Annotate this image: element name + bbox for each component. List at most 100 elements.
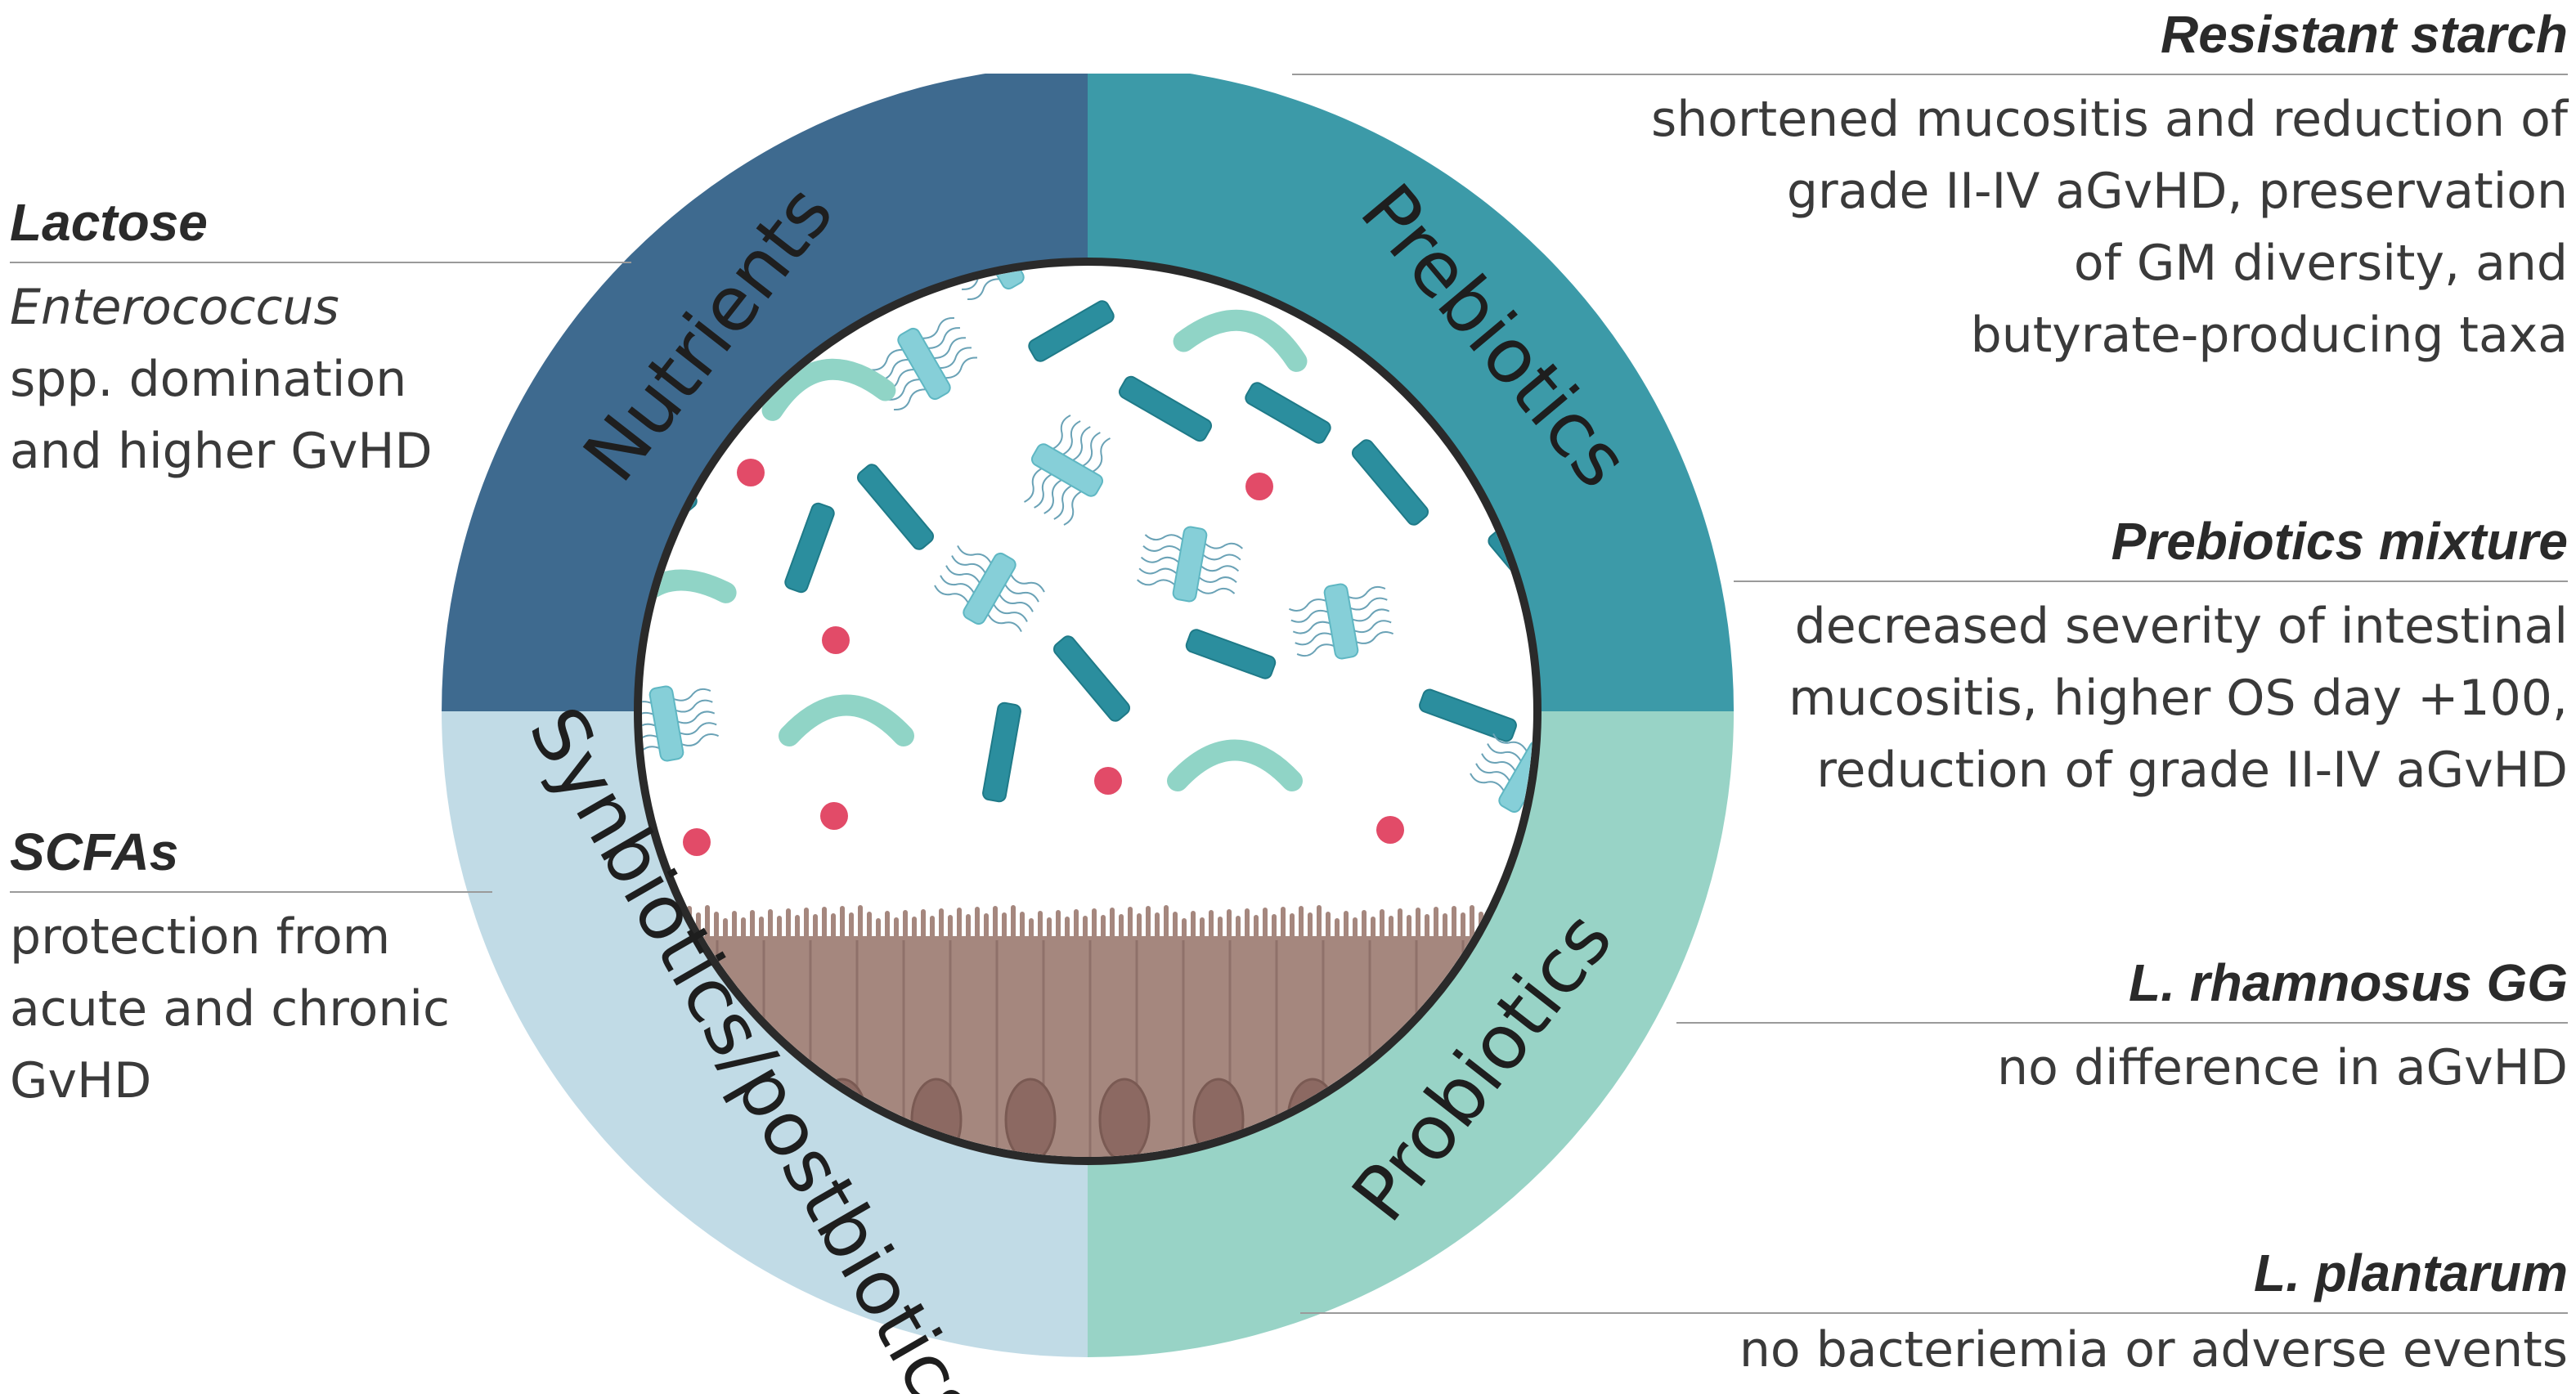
scfas-line3: GvHD (10, 1052, 152, 1109)
lactose-title: Lactose (10, 193, 208, 252)
villus (1263, 908, 1268, 939)
resistant-starch-line3: of GM diversity, and (2073, 235, 2568, 292)
villus (705, 905, 710, 939)
rod-bacterium (1118, 375, 1213, 442)
villus (750, 910, 755, 939)
red-particle (820, 802, 848, 830)
flagellated-bacterium (1288, 583, 1394, 660)
flagellated-bacterium (1137, 526, 1243, 603)
villus (1110, 908, 1115, 939)
scfas-rule (10, 891, 492, 893)
villus (840, 906, 845, 939)
villus (1407, 915, 1411, 939)
villus (1155, 912, 1160, 939)
villus (777, 916, 782, 939)
villus (894, 917, 899, 939)
villus (1101, 915, 1106, 939)
red-particle (737, 459, 765, 486)
villus (1092, 908, 1097, 939)
prebiotics-mixture-line3: reduction of grade II-IV aGvHD (1816, 742, 2568, 799)
villus (1191, 911, 1196, 939)
villus (1074, 909, 1079, 939)
villus (732, 911, 737, 939)
villus (939, 908, 944, 939)
villus (786, 908, 791, 939)
resistant-starch-line1: shortened mucositis and reduction of (1651, 91, 2568, 148)
villus (1344, 911, 1349, 939)
villus (885, 911, 890, 939)
villus (993, 906, 998, 939)
villus (1020, 912, 1025, 939)
villus (957, 908, 962, 939)
rod-bacterium (982, 701, 1021, 803)
villus (714, 912, 719, 939)
villus (1227, 909, 1232, 939)
villus (867, 912, 872, 939)
l-plantarum-rule (1300, 1312, 2568, 1314)
lactose-line3: and higher GvHD (10, 423, 433, 480)
villus (795, 915, 800, 939)
villus (1047, 917, 1052, 939)
villus (1011, 905, 1016, 939)
lactose-rule (10, 262, 631, 263)
l-plantarum-block: L. plantarum no bacteriemia or adverse e… (1300, 1247, 2568, 1383)
red-particle (822, 626, 850, 654)
rod-bacterium (784, 502, 835, 594)
villus (1119, 914, 1124, 939)
red-particle (683, 828, 711, 856)
l-rhamnosus-line1: no difference in aGvHD (1997, 1039, 2568, 1096)
villus (1371, 917, 1376, 939)
villus (876, 918, 881, 939)
villus (813, 914, 818, 939)
resistant-starch-rule (1292, 74, 2568, 75)
flagellated-bacterium (1024, 415, 1111, 526)
prebiotics-mixture-line1: decreased severity of intestinal (1794, 598, 2568, 655)
villus (1434, 907, 1438, 939)
prebiotics-mixture-block: Prebiotics mixture decreased severity of… (1734, 515, 2568, 806)
flagellated-bacterium (870, 316, 978, 411)
villus (1326, 912, 1331, 939)
villus (804, 908, 809, 939)
villus (831, 913, 836, 939)
flagellated-bacterium (934, 545, 1045, 632)
villus (966, 914, 971, 939)
rod-bacterium (1351, 439, 1429, 526)
rod-bacterium (1052, 635, 1131, 722)
l-rhamnosus-title: L. rhamnosus GG (2129, 953, 2568, 1012)
curved-bacterium (1173, 309, 1308, 372)
villus (1317, 905, 1322, 939)
scfas-title: SCFAs (10, 823, 179, 881)
villus (1290, 913, 1295, 939)
red-particle (1376, 816, 1404, 844)
cell-nucleus (1098, 1078, 1151, 1157)
villus (903, 910, 908, 939)
villus (1254, 915, 1259, 939)
villus (1461, 912, 1465, 939)
villus (1038, 911, 1043, 939)
villus (1200, 917, 1205, 939)
villus (975, 907, 980, 939)
villus (768, 909, 773, 939)
villus (1209, 910, 1214, 939)
villus (1029, 918, 1034, 939)
villus (1416, 908, 1420, 939)
villus (1452, 906, 1456, 939)
villus (1236, 916, 1241, 939)
resistant-starch-block: Resistant starch shortened mucositis and… (1292, 8, 2568, 371)
villus (1308, 912, 1313, 939)
l-rhamnosus-rule (1676, 1022, 2568, 1024)
l-plantarum-line1: no bacteriemia or adverse events (1739, 1321, 2568, 1378)
prebiotics-mixture-title: Prebiotics mixture (2111, 512, 2568, 571)
villus (1389, 916, 1393, 939)
villus (1137, 913, 1142, 939)
villus (948, 915, 953, 939)
curved-bacterium (779, 694, 914, 746)
resistant-starch-title: Resistant starch (2161, 5, 2568, 64)
villus (1281, 907, 1286, 939)
resistant-starch-line2: grade II-IV aGvHD, preservation (1786, 163, 2568, 220)
villus (1398, 908, 1402, 939)
prebiotics-mixture-rule (1734, 580, 2568, 582)
villus (921, 909, 926, 939)
villus (1353, 917, 1358, 939)
villus (1083, 916, 1088, 939)
